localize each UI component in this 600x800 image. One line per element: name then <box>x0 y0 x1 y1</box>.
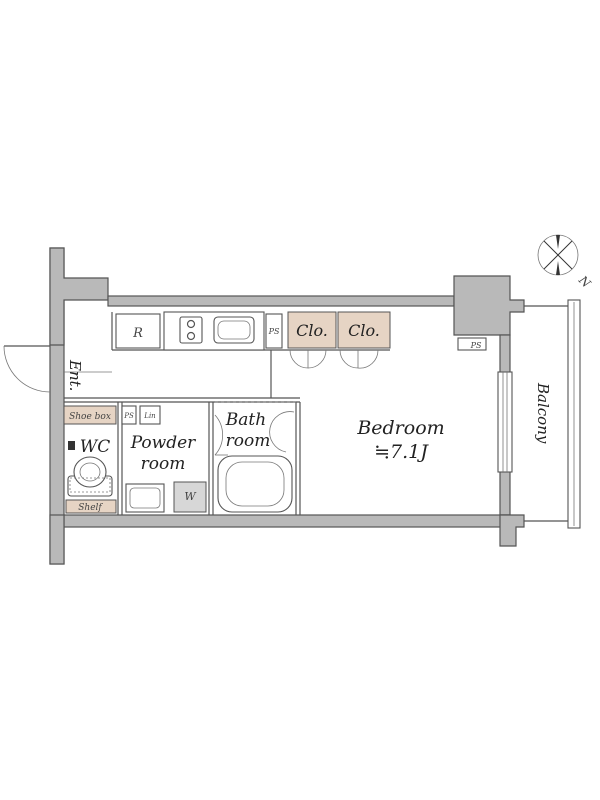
refrigerator-label: R <box>132 326 143 341</box>
bedroom-label: Bedroom <box>356 417 444 439</box>
washbasin-icon <box>125 483 165 513</box>
balcony-label: Balcony <box>534 382 552 444</box>
entrance-label: Ent. <box>66 359 84 391</box>
toilet-icon <box>67 456 113 497</box>
closet-1-label: Clo. <box>296 321 328 340</box>
shelf-label: Shelf <box>78 503 103 513</box>
pipe-space-powder-label: PS <box>123 412 134 420</box>
top-right-column <box>453 275 525 336</box>
powder-room-label-1: Powder <box>130 433 196 453</box>
top-wall <box>107 295 455 307</box>
compass-icon <box>537 234 579 276</box>
pipe-space-column-label: PS <box>470 341 482 350</box>
linen-label: Lin <box>143 412 156 420</box>
stove-icon <box>179 316 203 344</box>
closet-1 <box>287 311 337 349</box>
kitchen <box>115 311 283 351</box>
closet-doors <box>289 349 379 369</box>
north-label: N <box>575 272 593 290</box>
pipe-space-kitchen-label: PS <box>268 327 280 336</box>
washer-space <box>173 481 207 513</box>
washer-label: W <box>184 490 197 503</box>
bathroom-door <box>214 414 228 456</box>
bathtub-icon <box>217 455 293 513</box>
sink-icon <box>213 316 255 344</box>
wc-label: WC <box>80 437 110 457</box>
refrigerator-space <box>115 313 161 349</box>
bath-room-label-2: room <box>226 431 271 451</box>
closet-2-label: Clo. <box>348 321 380 340</box>
bath-room-label-1: Bath <box>225 410 266 430</box>
pipe-space-powder <box>121 405 137 425</box>
bedroom-area-label: ≒7.1J <box>374 441 429 463</box>
bath-door-right <box>269 411 295 453</box>
bottom-right-column <box>499 514 525 547</box>
pipe-space-kitchen <box>265 313 283 349</box>
wc-accessory-icon <box>68 441 75 450</box>
shelf <box>65 499 117 514</box>
walls <box>49 247 525 565</box>
bottom-left-stub <box>49 514 65 565</box>
linen-storage <box>139 405 161 425</box>
balcony-area <box>524 299 581 529</box>
sliding-window <box>497 371 513 473</box>
entrance-door <box>3 345 112 393</box>
shoe-box-label: Shoe box <box>69 412 111 422</box>
top-left-wall-block <box>49 247 109 346</box>
pipe-space-column <box>457 337 487 351</box>
powder-room-label-2: room <box>141 454 186 474</box>
bottom-wall <box>63 514 511 528</box>
closet-2 <box>337 311 391 349</box>
shoe-box <box>63 405 117 425</box>
